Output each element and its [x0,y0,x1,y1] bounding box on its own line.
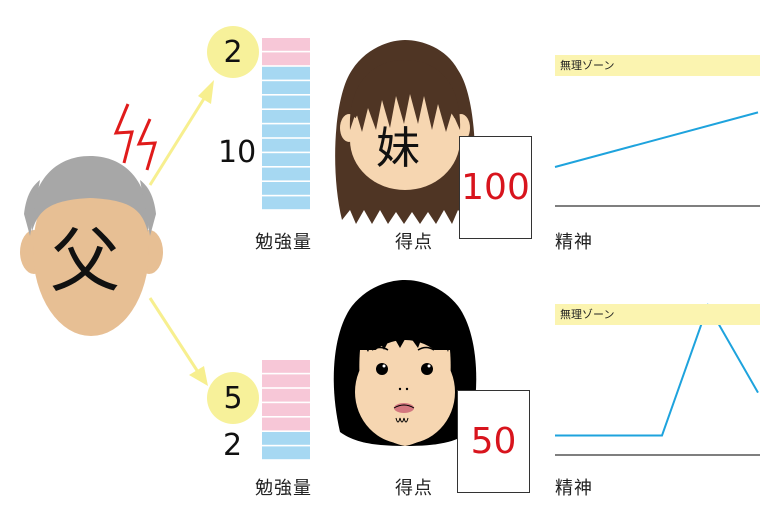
bottom-mental-label: 精神 [555,478,593,499]
study-bar-top-segment-12 [262,196,310,210]
study-bar-bottom-segment-5 [262,417,310,431]
father-face [20,156,163,336]
study-bar-bottom-segment-4 [262,403,310,416]
study-bar-bottom-segment-3 [262,388,310,402]
mental-graph-bottom-line [555,303,759,437]
top-side-value: 10 [218,135,257,170]
bottom-study-label: 勉強量 [255,478,312,499]
father-label: 父 [50,220,120,302]
mental-graph-bottom [555,303,760,456]
study-bar-top-segment-8 [262,138,310,152]
study-bar-bottom-segment-1 [262,360,310,373]
top-score-card: 100 [459,136,532,239]
study-bar-bottom [262,360,310,460]
top-score-label: 得点 [395,232,433,253]
study-bar-top-segment-7 [262,124,310,138]
study-bar-bottom-segment-7 [262,446,310,460]
lightning-bolt-icon [113,103,158,171]
top-circle-value: 2 [207,26,259,78]
bottom-side-value: 2 [223,428,243,463]
arrow-to-top [148,80,214,186]
bottom-score-label: 得点 [395,478,433,499]
top-study-label: 勉強量 [255,232,312,253]
study-bar-top-segment-3 [262,66,310,80]
study-bar-top-segment-5 [262,95,310,109]
study-bar-top-segment-6 [262,110,310,123]
study-bar-top [262,38,310,210]
study-bar-top-segment-9 [262,153,310,166]
sister-face [335,40,475,224]
study-bar-top-segment-4 [262,81,310,94]
study-bar-bottom-segment-6 [262,432,310,445]
study-bar-top-segment-11 [262,182,310,195]
study-bar-top-segment-1 [262,38,310,51]
bottom-score-value: 50 [470,421,517,462]
top-score-value: 100 [461,167,530,208]
bottom-score-card: 50 [457,390,530,493]
study-bar-top-segment-2 [262,52,310,66]
girl-face [333,280,477,446]
bottom-zone-label: 無理ゾーン [555,304,760,325]
sister-face-label: 妹 [376,123,420,174]
mental-graph-top-line [554,111,759,168]
top-zone-label: 無理ゾーン [555,55,760,76]
arrow-to-bottom [148,297,208,386]
mental-graph-top [554,111,760,207]
study-bar-bottom-segment-2 [262,374,310,388]
top-mental-label: 精神 [555,232,593,253]
bottom-circle-value: 5 [207,372,259,424]
study-bar-top-segment-10 [262,167,310,181]
